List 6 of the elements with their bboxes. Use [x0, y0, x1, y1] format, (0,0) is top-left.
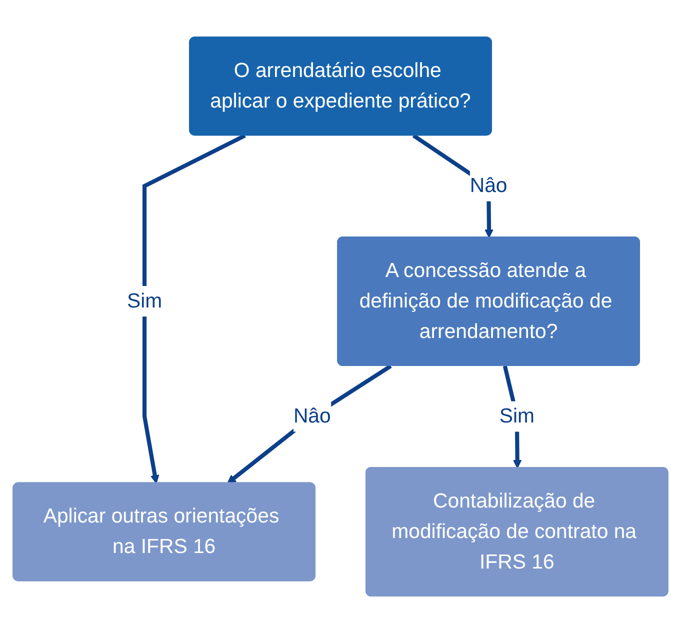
arrow: [227, 364, 392, 484]
edge-label: Sim: [126, 290, 162, 313]
edge-label: Nâo: [293, 406, 331, 428]
edge-label: Sim: [499, 406, 534, 428]
arrow: [142, 134, 246, 484]
edge-label: Nâo: [470, 175, 508, 198]
